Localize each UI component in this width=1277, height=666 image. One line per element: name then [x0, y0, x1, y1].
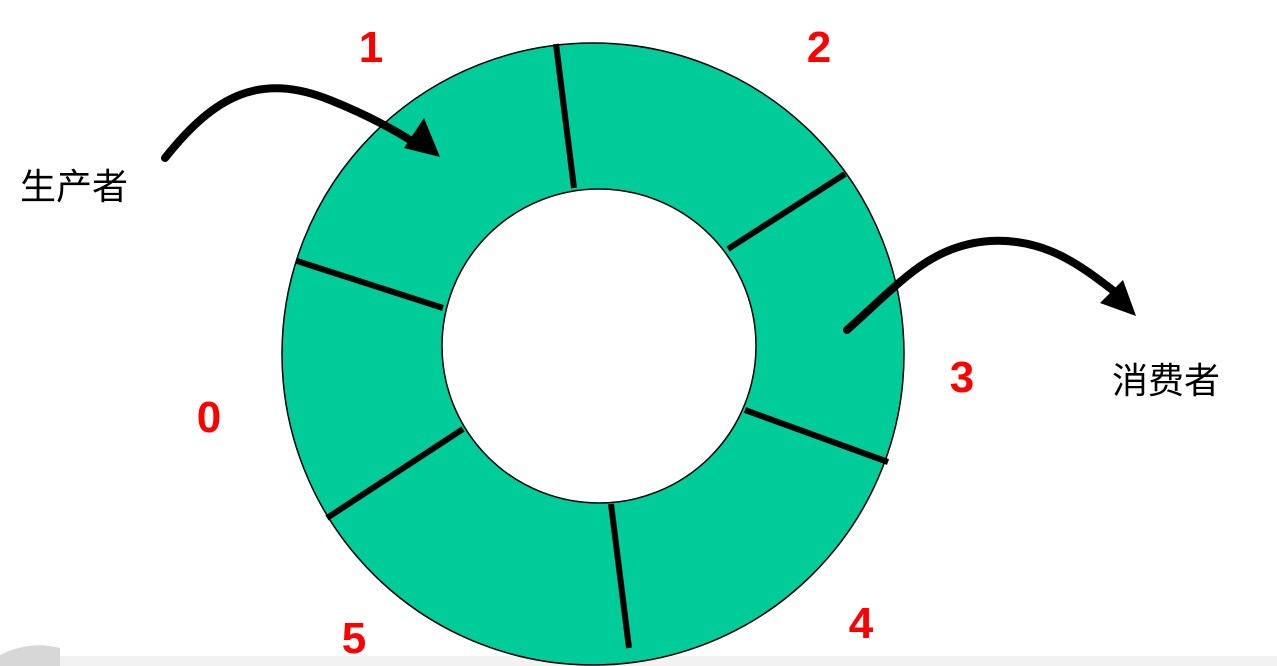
- divider-3-4: [743, 407, 890, 465]
- segment-number-3: 3: [950, 353, 974, 402]
- producer-label: 生产者: [20, 167, 128, 208]
- divider-1-2: [553, 43, 577, 189]
- divider-2-3: [726, 171, 847, 252]
- divider-0-1: [296, 258, 444, 311]
- segment-number-5: 5: [342, 614, 366, 663]
- buffer-ring: [281, 42, 905, 666]
- segment-number-1: 1: [359, 23, 383, 72]
- consumer-label: 消费者: [1112, 361, 1220, 402]
- circular-buffer: [281, 42, 905, 666]
- divider-5-0: [325, 426, 465, 521]
- corner-decoration: [0, 645, 1277, 666]
- segment-number-0: 0: [197, 393, 221, 442]
- producer-arrow: [161, 84, 440, 162]
- segment-number-4: 4: [849, 599, 874, 648]
- segment-dividers: [296, 43, 890, 649]
- segment-number-2: 2: [807, 23, 831, 72]
- divider-4-5: [608, 503, 632, 649]
- consumer-arrow: [843, 236, 1136, 334]
- segment-numbers: 0 1 2 3 4 5: [197, 23, 974, 663]
